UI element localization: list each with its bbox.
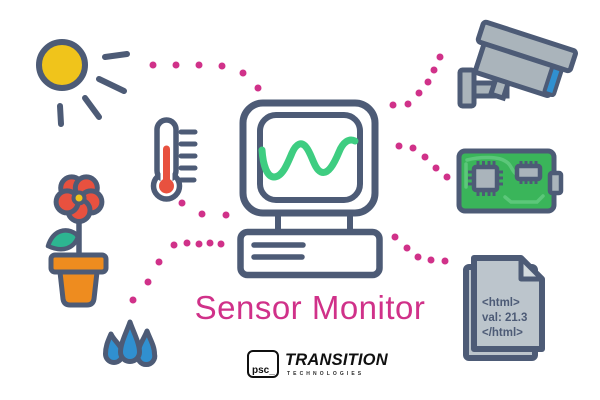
logo-text: TRANSITION TECHNOLOGIES (285, 350, 388, 377)
camera-hood (475, 19, 578, 74)
security-camera-icon (457, 19, 578, 109)
water-drops-icon (103, 319, 158, 367)
circuit-board-icon (456, 148, 564, 214)
html-document-icon: <html> val: 21.3 </html> (463, 255, 545, 361)
flower-pot-icon (45, 174, 109, 308)
leaf (45, 228, 81, 252)
thermometer-icon (150, 117, 198, 202)
document-code-line-2: val: 21.3 (482, 312, 527, 324)
pot-body (57, 269, 100, 308)
page-corner-fold (518, 255, 545, 282)
thermometer-scale-ticks (178, 129, 198, 183)
company-logo: psc_ TRANSITION TECHNOLOGIES (247, 350, 388, 378)
logo-brand-name: TRANSITION (285, 351, 388, 369)
board-connector (547, 170, 564, 196)
logo-brand-subtitle: TECHNOLOGIES (287, 371, 365, 378)
monitor-base (237, 228, 383, 279)
camera-wall-mount (457, 67, 477, 109)
sun-icon (36, 39, 130, 127)
large-chip (471, 164, 500, 193)
document-code-line-3: </html> (482, 327, 523, 339)
computer-monitor-icon (237, 99, 383, 279)
connector-dots (129, 53, 451, 304)
pot-rim (48, 252, 109, 275)
logo-monogram-box: psc_ (247, 350, 279, 378)
flower-center (71, 190, 87, 206)
page-title: Sensor Monitor (194, 289, 426, 326)
circuit-traces (464, 155, 545, 204)
document-code-line-1: <html> (482, 297, 520, 309)
logo-monogram: psc_ (252, 365, 275, 376)
small-chip (514, 163, 543, 182)
sine-wave (258, 136, 359, 181)
